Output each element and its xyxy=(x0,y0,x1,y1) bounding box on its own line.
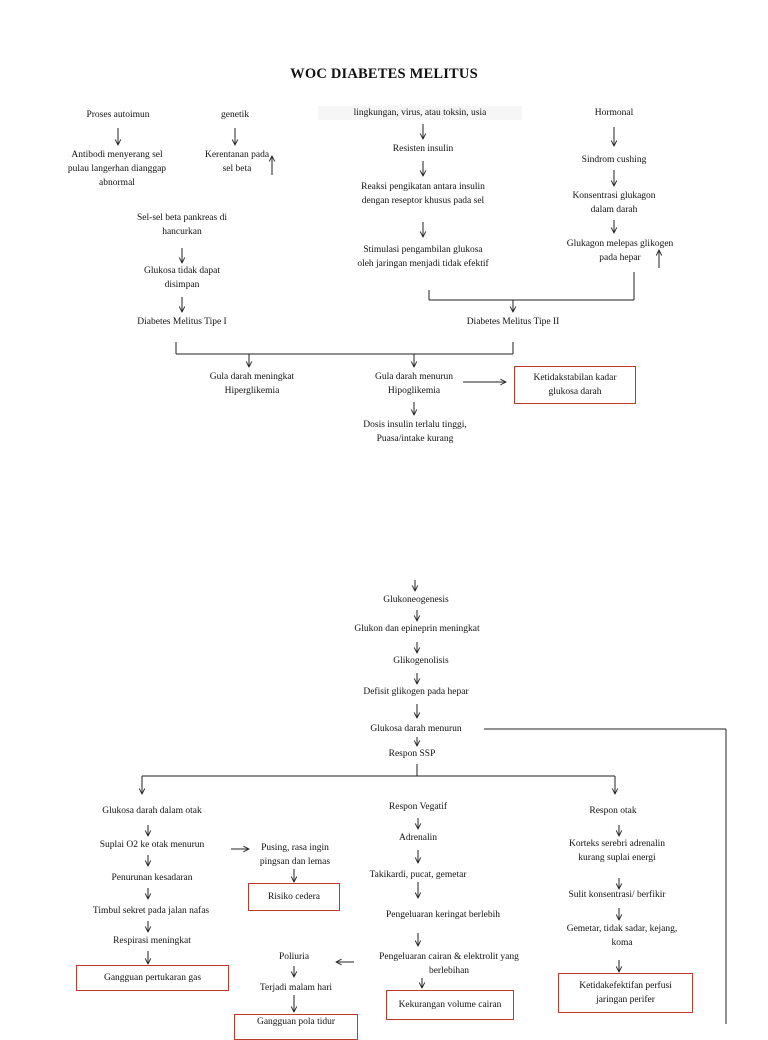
node-sindrom: Sindrom cushing xyxy=(581,155,647,165)
node-gula-menurun: Gula darah menurun Hipoglikemia xyxy=(374,372,454,396)
node-dosis: Dosis insulin terlalu tinggi, Puasa/inta… xyxy=(363,420,467,444)
node-genetik: genetik xyxy=(221,110,249,120)
node-konsentrasi: Konsentrasi glukagon dalam darah xyxy=(572,191,656,215)
node-sel-beta: Sel-sel beta pankreas di hancurkan xyxy=(137,213,227,237)
node-lingkungan: lingkungan, virus, atau toksin, usia xyxy=(318,106,522,120)
node-gemetar: Gemetar, tidak sadar, kejang, koma xyxy=(566,924,678,948)
page-title: WOC DIABETES MELITUS xyxy=(290,66,478,82)
node-gula-meningkat: Gula darah meningkat Hiperglikemia xyxy=(209,372,295,396)
node-hormonal: Hormonal xyxy=(594,108,634,118)
node-reaksi: Reaksi pengikatan antara insulin dengan … xyxy=(361,182,485,206)
node-keringat: Pengeluaran keringat berlebih xyxy=(386,910,500,920)
node-defisit: Defisit glikogen pada hepar xyxy=(363,687,469,697)
node-cairan: Pengeluaran cairan & elektrolit yang ber… xyxy=(379,952,519,976)
node-respon-otak: Respon otak xyxy=(589,806,637,816)
node-timbul: Timbul sekret pada jalan nafas xyxy=(92,906,210,916)
node-antibodi: Antibodi menyerang sel pulau langerhan d… xyxy=(67,150,167,188)
diagnosis-ketidakefektifan: Ketidakefektifan perfusi jaringan perife… xyxy=(558,973,693,1013)
diagnosis-gangguan-tidur: Gangguan pola tidur xyxy=(234,1014,358,1040)
node-glukosa-menurun: Glukosa darah menurun xyxy=(370,724,462,734)
node-glukon: Glukon dan epineprin meningkat xyxy=(354,624,480,634)
diagnosis-risiko-cedera: Risiko cedera xyxy=(248,883,340,911)
node-respon-ssp: Respon SSP xyxy=(388,749,436,759)
node-poliuria: Poliuria xyxy=(278,952,310,962)
node-pusing: Pusing, rasa ingin pingsan dan lemas xyxy=(259,843,331,867)
node-takikardi: Takikardi, pucat, gemetar xyxy=(369,870,467,880)
node-glukosa-tidak: Glukosa tidak dapat disimpan xyxy=(144,266,220,290)
node-adrenalin: Adrenalin xyxy=(399,833,437,843)
node-respon-vegatif: Respon Vegatif xyxy=(388,802,448,812)
node-respirasi: Respirasi meningkat xyxy=(113,936,191,946)
node-glukagon-melepas: Glukagon melepas glikogen pada hepar xyxy=(566,239,674,263)
node-kerentanan: Kerentanan pada sel beta xyxy=(204,150,270,174)
diagnosis-kekurangan-volume: Kekurangan volume cairan xyxy=(386,990,514,1020)
node-sulit: Sulit konsentrasi/ berfikir xyxy=(568,890,666,900)
node-stimulasi: Stimulasi pengambilan glukosa oleh jarin… xyxy=(357,245,489,269)
node-suplai-o2: Suplai O2 ke otak menurun xyxy=(99,840,205,850)
node-terjadi: Terjadi malam hari xyxy=(259,983,333,993)
node-resisten: Resisten insulin xyxy=(392,144,454,154)
node-korteks: Korteks serebri adrenalin kurang suplai … xyxy=(568,839,666,863)
node-penurunan: Penurunan kesadaran xyxy=(111,873,193,883)
diagnosis-gangguan-gas: Gangguan pertukaran gas xyxy=(76,965,229,991)
node-dm1: Diabetes Melitus Tipe I xyxy=(137,317,227,327)
node-glikogenolisis: Glikogenolisis xyxy=(393,656,449,666)
node-dm2: Diabetes Melitus Tipe II xyxy=(466,317,560,327)
node-glukosa-otak: Glukosa darah dalam otak xyxy=(102,806,202,816)
node-proses-autoimun: Proses autoimun xyxy=(86,110,150,120)
diagnosis-ketidakstabilan: Ketidakstabilan kadar glukosa darah xyxy=(514,366,636,404)
node-glukoneogenesis: Glukoneogenesis xyxy=(383,595,449,605)
